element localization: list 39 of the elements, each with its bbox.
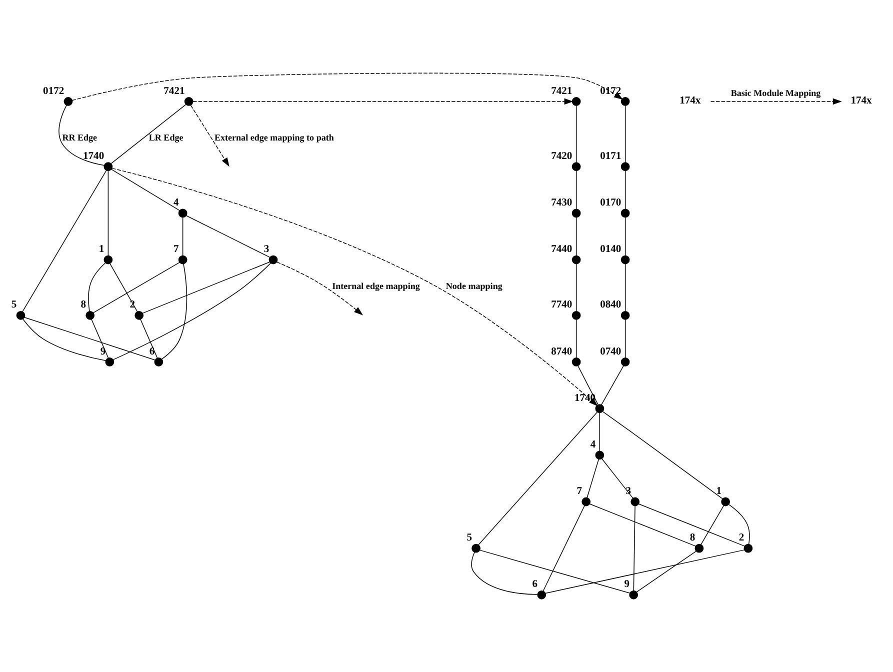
node-label: 9 [624, 579, 630, 590]
node-label: 7421 [551, 86, 572, 97]
node-label: 6 [532, 579, 538, 590]
node-label: 8 [690, 532, 696, 544]
edge-label: Internal edge mapping [332, 281, 420, 292]
node-label: 0171 [600, 150, 622, 162]
node-label: 5 [466, 532, 472, 544]
node-label: 1 [716, 486, 722, 498]
node-label: 7 [173, 244, 179, 256]
node-label: 7440 [551, 244, 572, 256]
node-label: 7430 [551, 197, 572, 208]
node-label: 0170 [600, 197, 622, 208]
node-label: 1 [98, 244, 104, 256]
node-text: 174x [850, 96, 872, 106]
node-label: 4 [173, 197, 179, 208]
node-label: 7420 [551, 150, 572, 162]
node-label: 9 [100, 346, 106, 358]
node-label: 1740 [83, 150, 104, 162]
node-label: 2 [130, 300, 136, 311]
node-label: 4 [590, 439, 596, 450]
node-label: 0740 [600, 346, 622, 358]
node-label: 8740 [551, 346, 572, 358]
node-label: 5 [11, 300, 17, 311]
node-label: 6 [149, 346, 155, 358]
node-label: 7 [576, 486, 582, 498]
node-label: 0840 [600, 300, 622, 311]
node-label: 0140 [600, 244, 622, 256]
node-text: 174x [680, 96, 701, 106]
node-label: 7421 [164, 86, 185, 97]
edge-label: LR Edge [148, 132, 184, 142]
edge-label: Basic Module Mapping [730, 88, 821, 98]
edge-label: Node mapping [446, 281, 502, 292]
node-label: 3 [264, 244, 270, 256]
edge-label: RR Edge [62, 132, 98, 142]
node-label: 0172 [43, 86, 64, 97]
node-label: 7740 [551, 300, 572, 311]
edge-label: External edge mapping to path [214, 132, 334, 142]
node-label: 8 [80, 300, 86, 311]
node-label: 2 [738, 532, 744, 544]
